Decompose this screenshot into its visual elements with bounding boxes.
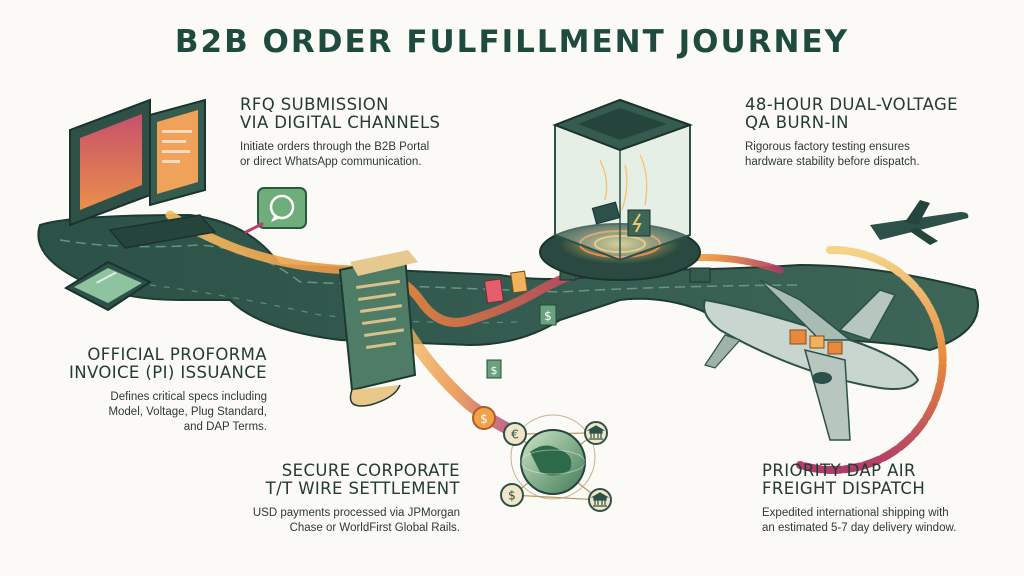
desktop-monitor-icon xyxy=(69,98,217,249)
euro-node-icon xyxy=(503,422,527,446)
data-cards xyxy=(483,267,711,379)
whatsapp-icon xyxy=(244,187,307,234)
dollar-tag-icon: $ xyxy=(544,309,552,323)
step-desc-line2: hardware stability before dispatch. xyxy=(745,156,920,168)
bank-node-icon xyxy=(584,421,608,445)
step-heading-line1: OFFICIAL PROFORMA xyxy=(87,345,267,364)
step-heading-line1: PRIORITY DAP AIR xyxy=(762,461,916,480)
globe-icon xyxy=(510,414,601,501)
step-desc-line1: USD payments processed via JPMorgan xyxy=(252,507,460,519)
step-desc-line2: Model, Voltage, Plug Standard, xyxy=(108,406,267,418)
dollar-node-icon xyxy=(500,483,524,507)
small-plane-icon xyxy=(870,200,969,245)
step-heading-line1: SECURE CORPORATE xyxy=(281,461,460,480)
step-dap-air-freight: PRIORITY DAP AIR FREIGHT DISPATCH Expedi… xyxy=(762,462,1012,536)
invoice-document-icon xyxy=(338,250,418,407)
step-desc-line2: or direct WhatsApp communication. xyxy=(240,156,422,168)
step-heading-line2: INVOICE (PI) ISSUANCE xyxy=(68,363,267,382)
step-desc-line1: Defines critical specs including xyxy=(110,391,267,403)
cargo-plane-icon xyxy=(703,279,920,441)
step-desc-line1: Expedited international shipping with xyxy=(762,507,949,519)
step-rfq-submission: RFQ SUBMISSION VIA DIGITAL CHANNELS Init… xyxy=(240,96,500,170)
euro-symbol: € xyxy=(511,428,519,442)
step-heading-line2: VIA DIGITAL CHANNELS xyxy=(240,113,441,132)
step-heading-line2: T/T WIRE SETTLEMENT xyxy=(265,479,460,498)
dollar-node-symbol: $ xyxy=(508,489,516,503)
step-desc-line3: and DAP Terms. xyxy=(183,421,267,433)
step-proforma-invoice: OFFICIAL PROFORMA INVOICE (PI) ISSUANCE … xyxy=(30,346,267,435)
step-desc-line1: Initiate orders through the B2B Portal xyxy=(240,141,430,153)
step-heading-line1: 48-HOUR DUAL-VOLTAGE xyxy=(745,95,959,114)
step-desc-line1: Rigorous factory testing ensures xyxy=(745,141,910,153)
step-heading-line1: RFQ SUBMISSION xyxy=(240,95,389,114)
bank-node-icon-2 xyxy=(588,488,612,512)
page-title: B2B ORDER FULFILLMENT JOURNEY xyxy=(174,24,850,60)
coin-dollar-symbol: $ xyxy=(480,412,488,426)
step-qa-burn-in: 48-HOUR DUAL-VOLTAGE QA BURN-IN Rigorous… xyxy=(745,96,1010,170)
tablet-icon xyxy=(63,260,153,312)
step-desc-line2: an estimated 5-7 day delivery window. xyxy=(762,522,957,534)
step-desc-line2: Chase or WorldFirst Global Rails. xyxy=(289,522,460,534)
step-tt-wire-settlement: SECURE CORPORATE T/T WIRE SETTLEMENT USD… xyxy=(220,462,460,536)
dollar-tag-icon-2: $ xyxy=(491,364,498,377)
freight-arc xyxy=(796,245,947,474)
step-heading-line2: FREIGHT DISPATCH xyxy=(762,479,926,498)
step-heading-line2: QA BURN-IN xyxy=(745,113,849,132)
qa-test-chamber-icon xyxy=(539,98,701,281)
coin-icon xyxy=(472,406,496,430)
